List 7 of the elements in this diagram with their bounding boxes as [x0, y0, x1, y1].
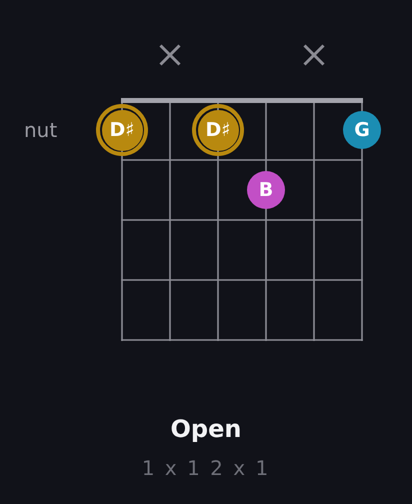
note-marker: D♯	[192, 104, 244, 156]
fingering-label: 1 x 1 2 x 1	[142, 455, 270, 482]
note-marker: G	[343, 111, 381, 149]
note-marker: B	[247, 171, 285, 209]
nut-label: nut	[24, 117, 58, 143]
chord-name: Open	[170, 414, 242, 445]
note-marker: D♯	[96, 104, 148, 156]
